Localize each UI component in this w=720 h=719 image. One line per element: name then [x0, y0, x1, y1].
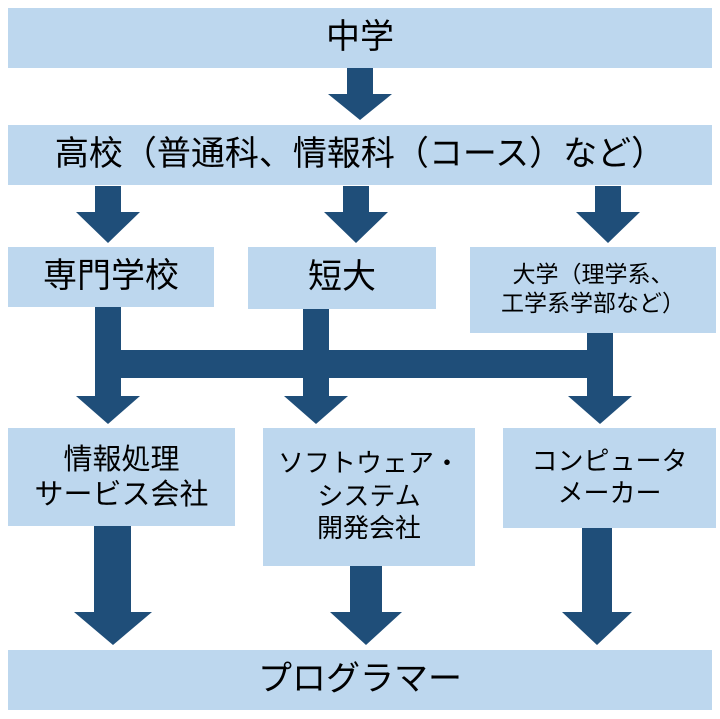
computer-maker-box: コンピュータ メーカー — [503, 428, 716, 528]
arrow-junior-high-to-high-school — [328, 68, 392, 120]
arrow-high-school-to-vocational — [76, 186, 140, 243]
arrow-high-school-to-junior-college — [324, 186, 388, 243]
university-box: 大学（理学系、 工学系学部など） — [470, 247, 716, 333]
junior-college-box: 短大 — [248, 247, 436, 309]
high-school-box: 高校（普通科、情報科（コース）など） — [8, 125, 712, 185]
horizontal-connector-bar — [95, 350, 613, 378]
arrow-computer-maker-to-programmer — [562, 528, 632, 645]
high-school-label: 高校（普通科、情報科（コース）など） — [54, 134, 666, 175]
software-label-line2: システム — [317, 481, 421, 512]
arrow-info-processing-to-programmer — [74, 526, 152, 645]
software-label-line3: 開発会社 — [316, 514, 421, 545]
arrow-high-school-to-university — [576, 186, 640, 243]
arrow-to-info-processing — [76, 396, 140, 424]
software-company-box: ソフトウェア・ システム 開発会社 — [263, 428, 475, 566]
university-label-line2: 工学系学部など） — [501, 291, 685, 317]
info-processing-label-line2: サービス会社 — [34, 477, 209, 511]
computer-maker-label-line2: メーカー — [557, 479, 662, 509]
junior-high-label: 中学 — [326, 17, 394, 58]
software-label-line1: ソフトウェア・ — [277, 449, 460, 480]
vocational-school-label: 専門学校 — [43, 256, 179, 297]
info-processing-label-line1: 情報処理 — [63, 442, 180, 477]
junior-college-label: 短大 — [308, 257, 376, 298]
computer-maker-label-line1: コンピュータ — [531, 446, 688, 477]
programmer-box: プログラマー — [8, 650, 712, 710]
university-label-line1: 大学（理学系、 — [512, 262, 674, 289]
programmer-label: プログラマー — [258, 659, 462, 700]
arrow-to-computer-maker — [568, 396, 632, 424]
vocational-school-box: 専門学校 — [8, 247, 214, 307]
junior-high-box: 中学 — [8, 8, 712, 68]
arrow-to-software-company — [284, 396, 348, 424]
arrow-software-to-programmer — [330, 566, 402, 645]
info-processing-company-box: 情報処理 サービス会社 — [8, 428, 235, 526]
